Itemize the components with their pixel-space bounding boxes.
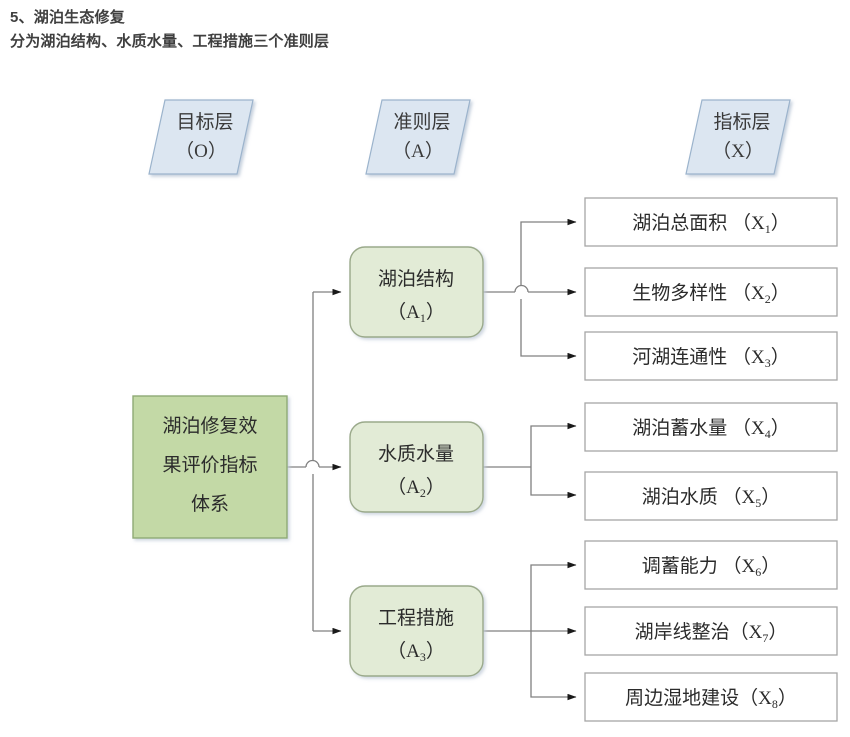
layer-header-criteria-name: 准则层 xyxy=(393,111,450,133)
criteria-a1[interactable]: 湖泊结构 （A1） xyxy=(349,246,484,338)
indicator-x1-label: 湖泊总面积 （X1） xyxy=(632,212,790,236)
criteria-a1-code: （A1） xyxy=(387,301,445,325)
criteria-a2-code: （A2） xyxy=(387,476,445,500)
layer-header-goal-name: 目标层 xyxy=(176,111,233,133)
goal-node-line-2: 果评价指标 xyxy=(162,454,257,476)
connectors-a1-to-indicators xyxy=(483,218,577,360)
indicator-x7-label: 湖岸线整治（X7） xyxy=(635,621,788,645)
indicator-x7[interactable]: 湖岸线整治（X7） xyxy=(584,606,838,656)
criteria-a3-shape[interactable] xyxy=(349,585,484,677)
criteria-a3[interactable]: 工程措施 （A3） xyxy=(349,585,484,677)
indicator-x2[interactable]: 生物多样性 （X2） xyxy=(584,267,838,317)
indicator-x5-label: 湖泊水质 （X5） xyxy=(642,486,781,510)
goal-node-line-3: 体系 xyxy=(191,493,229,515)
indicator-x3[interactable]: 河湖连通性 （X3） xyxy=(584,331,838,381)
connectors-goal-to-criteria xyxy=(287,288,342,635)
criteria-a2[interactable]: 水质水量 （A2） xyxy=(349,421,484,513)
criteria-a3-code: （A3） xyxy=(387,640,445,664)
layer-header-indicator-name: 指标层 xyxy=(713,111,770,133)
indicator-x1[interactable]: 湖泊总面积 （X1） xyxy=(584,197,838,247)
indicator-x4-label: 湖泊蓄水量 （X4） xyxy=(632,417,790,441)
layer-header-indicator-code: （X） xyxy=(712,140,764,162)
layer-header-indicator-shape xyxy=(685,99,791,175)
connectors-a2-to-indicators xyxy=(483,422,577,499)
layer-header-indicator: 指标层 （X） xyxy=(685,99,791,175)
indicator-x7-shape[interactable] xyxy=(584,606,838,656)
indicator-x6-shape[interactable] xyxy=(584,540,838,590)
indicator-x4-shape[interactable] xyxy=(584,402,838,452)
heading-line-2: 分为湖泊结构、水质水量、工程措施三个准则层 xyxy=(10,33,330,50)
indicator-x1-shape[interactable] xyxy=(584,197,838,247)
criteria-a1-name: 湖泊结构 xyxy=(378,268,454,290)
layer-header-goal: 目标层 （O） xyxy=(148,99,254,175)
goal-hop-arc xyxy=(305,459,320,468)
a1-to-x1 xyxy=(520,218,577,285)
a1-hop-arc xyxy=(514,284,529,293)
goal-node-line-1: 湖泊修复效 xyxy=(162,415,257,437)
layer-header-goal-code: （O） xyxy=(175,140,227,162)
indicator-x6[interactable]: 调蓄能力 （X6） xyxy=(584,540,838,590)
a2-to-x5 xyxy=(530,467,577,499)
indicator-x6-label: 调蓄能力 （X6） xyxy=(642,555,781,579)
layer-header-goal-shape xyxy=(148,99,254,175)
a2-to-x4 xyxy=(530,422,577,467)
indicator-x2-label: 生物多样性 （X2） xyxy=(632,282,790,306)
goal-node-shape[interactable] xyxy=(132,395,288,539)
connectors-a3-to-indicators xyxy=(483,561,577,701)
page-heading: 5、湖泊生态修复 分为湖泊结构、水质水量、工程措施三个准则层 xyxy=(10,6,830,54)
indicator-x8-label: 周边湿地建设（X8） xyxy=(625,687,797,711)
indicator-x5-shape[interactable] xyxy=(584,471,838,521)
layer-header-criteria-code: （A） xyxy=(392,140,444,162)
indicator-x5[interactable]: 湖泊水质 （X5） xyxy=(584,471,838,521)
heading-line-1: 5、湖泊生态修复 xyxy=(10,9,125,26)
a3-to-x6 xyxy=(530,561,577,631)
goal-node[interactable]: 湖泊修复效 果评价指标 体系 xyxy=(132,395,288,539)
criteria-a1-shape[interactable] xyxy=(349,246,484,338)
indicator-x3-label: 河湖连通性 （X3） xyxy=(632,346,790,370)
indicator-x3-shape[interactable] xyxy=(584,331,838,381)
indicator-x4[interactable]: 湖泊蓄水量 （X4） xyxy=(584,402,838,452)
a3-to-x8 xyxy=(530,631,577,701)
layer-header-criteria: 准则层 （A） xyxy=(365,99,471,175)
criteria-a3-name: 工程措施 xyxy=(378,607,454,629)
indicator-x8-shape[interactable] xyxy=(584,672,838,722)
indicator-x2-shape[interactable] xyxy=(584,267,838,317)
criteria-a2-shape[interactable] xyxy=(349,421,484,513)
indicator-x8[interactable]: 周边湿地建设（X8） xyxy=(584,672,838,722)
layer-header-criteria-shape xyxy=(365,99,471,175)
criteria-a2-name: 水质水量 xyxy=(378,443,454,465)
a1-to-x3 xyxy=(520,299,577,360)
